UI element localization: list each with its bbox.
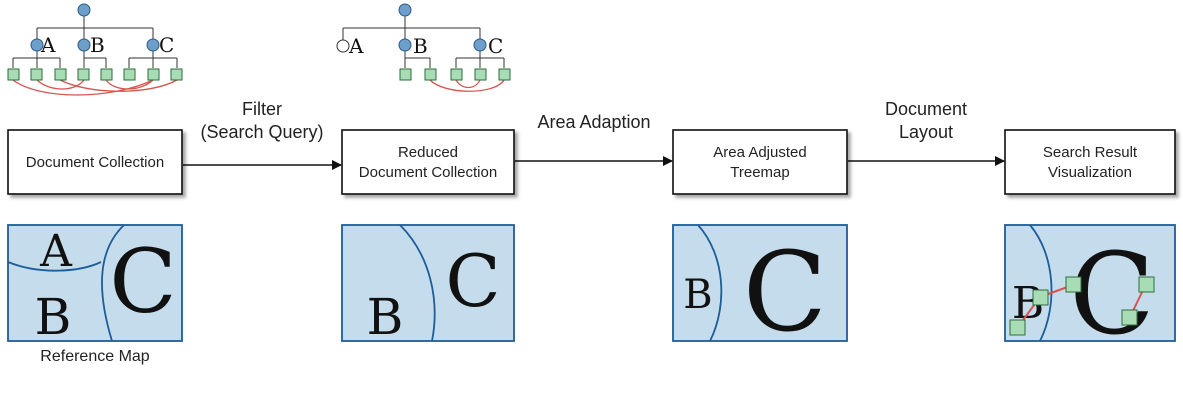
step-label: Visualization [1048,164,1132,181]
document-leaf [474,68,487,81]
step-label: Reduced [398,144,458,161]
step-label: Search Result [1043,144,1138,161]
document-leaf [450,68,463,81]
tree-group-label: A [40,33,56,57]
tree-root-node [398,3,412,17]
map-region-label: B [367,288,404,346]
map-region-label: C [1069,230,1155,360]
map-region-label: B [683,272,712,318]
step-document-collection: Document Collection [7,129,183,195]
step-area-adjusted-treemap: Area Adjusted Treemap [672,129,848,195]
step-search-result-visualization: Search Result Visualization [1004,129,1176,195]
step-reduced-document-collection: Reduced Document Collection [341,129,515,195]
document-marker [1009,319,1026,336]
map-region-label: C [109,230,176,333]
tree-group-label: C [488,34,503,58]
transition-label-filter-sub: (Search Query) [200,122,323,142]
tree-group-label: A [348,34,364,58]
transition-label-document: Document [885,99,967,119]
map-region-label: C [445,239,500,323]
document-leaf [170,68,183,81]
hierarchy-full: A B C [7,3,183,96]
tree-group-node [77,38,91,52]
reference-map-caption: Reference Map [40,348,149,365]
document-leaf [424,68,437,81]
tree-group-node [398,38,412,52]
tree-group-node [146,38,160,52]
tree-group-node [473,38,487,52]
pipeline-arrows [183,156,1005,170]
tree-group-label: B [90,33,105,57]
document-leaf [100,68,113,81]
map-region-label: B [35,288,72,346]
transition-label-filter: Filter [242,99,282,119]
document-leaf [7,68,20,81]
step-label: Treemap [730,164,789,181]
result-map: B C [1004,224,1176,360]
document-leaf [54,68,67,81]
transition-label-area-adaption: Area Adaption [537,112,650,132]
document-leaf [147,68,160,81]
hierarchy-reduced: A B C [336,3,511,92]
document-marker [1121,309,1138,326]
step-label: Area Adjusted [713,144,806,161]
map-region-label: C [743,228,827,356]
document-marker [1032,289,1049,306]
reference-map: A B C [7,224,183,346]
tree-group-node-empty [336,39,350,53]
transition-label-layout: Layout [899,122,953,142]
document-marker [1065,276,1082,293]
map-region-label: A [39,226,73,277]
tree-group-label: C [159,33,174,57]
step-label: Document Collection [26,154,164,171]
document-leaf [123,68,136,81]
document-leaf [498,68,511,81]
document-marker [1138,276,1155,293]
tree-group-node [30,38,44,52]
tree-root-node [77,3,91,17]
document-leaf [77,68,90,81]
document-leaf [399,68,412,81]
adjusted-map: B C [672,224,848,356]
document-leaf [30,68,43,81]
step-label: Document Collection [359,164,497,181]
reduced-map: B C [341,224,515,346]
tree-group-label: B [413,34,428,58]
